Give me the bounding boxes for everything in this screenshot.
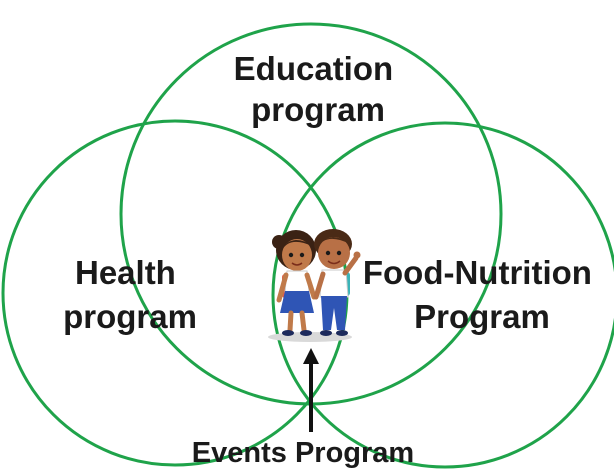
- education-label-line-1: Education: [234, 50, 394, 87]
- boy-figure: [313, 229, 361, 336]
- education-label: Education program: [234, 50, 403, 128]
- food-nutrition-circle: [271, 121, 614, 469]
- children-illustration: [268, 229, 361, 342]
- food-nutrition-label-line-2: Program: [414, 298, 550, 335]
- food-nutrition-label-line-1: Food-Nutrition: [363, 254, 592, 291]
- education-label-line-2: program: [251, 91, 385, 128]
- health-label-line-2: program: [63, 298, 197, 335]
- events-program-label: Events Program: [192, 437, 414, 469]
- health-label-line-1: Health: [75, 254, 176, 291]
- events-arrow: [303, 348, 319, 432]
- girl-figure: [272, 230, 317, 336]
- health-label: Health program: [63, 254, 197, 335]
- food-nutrition-label: Food-Nutrition Program: [363, 254, 601, 335]
